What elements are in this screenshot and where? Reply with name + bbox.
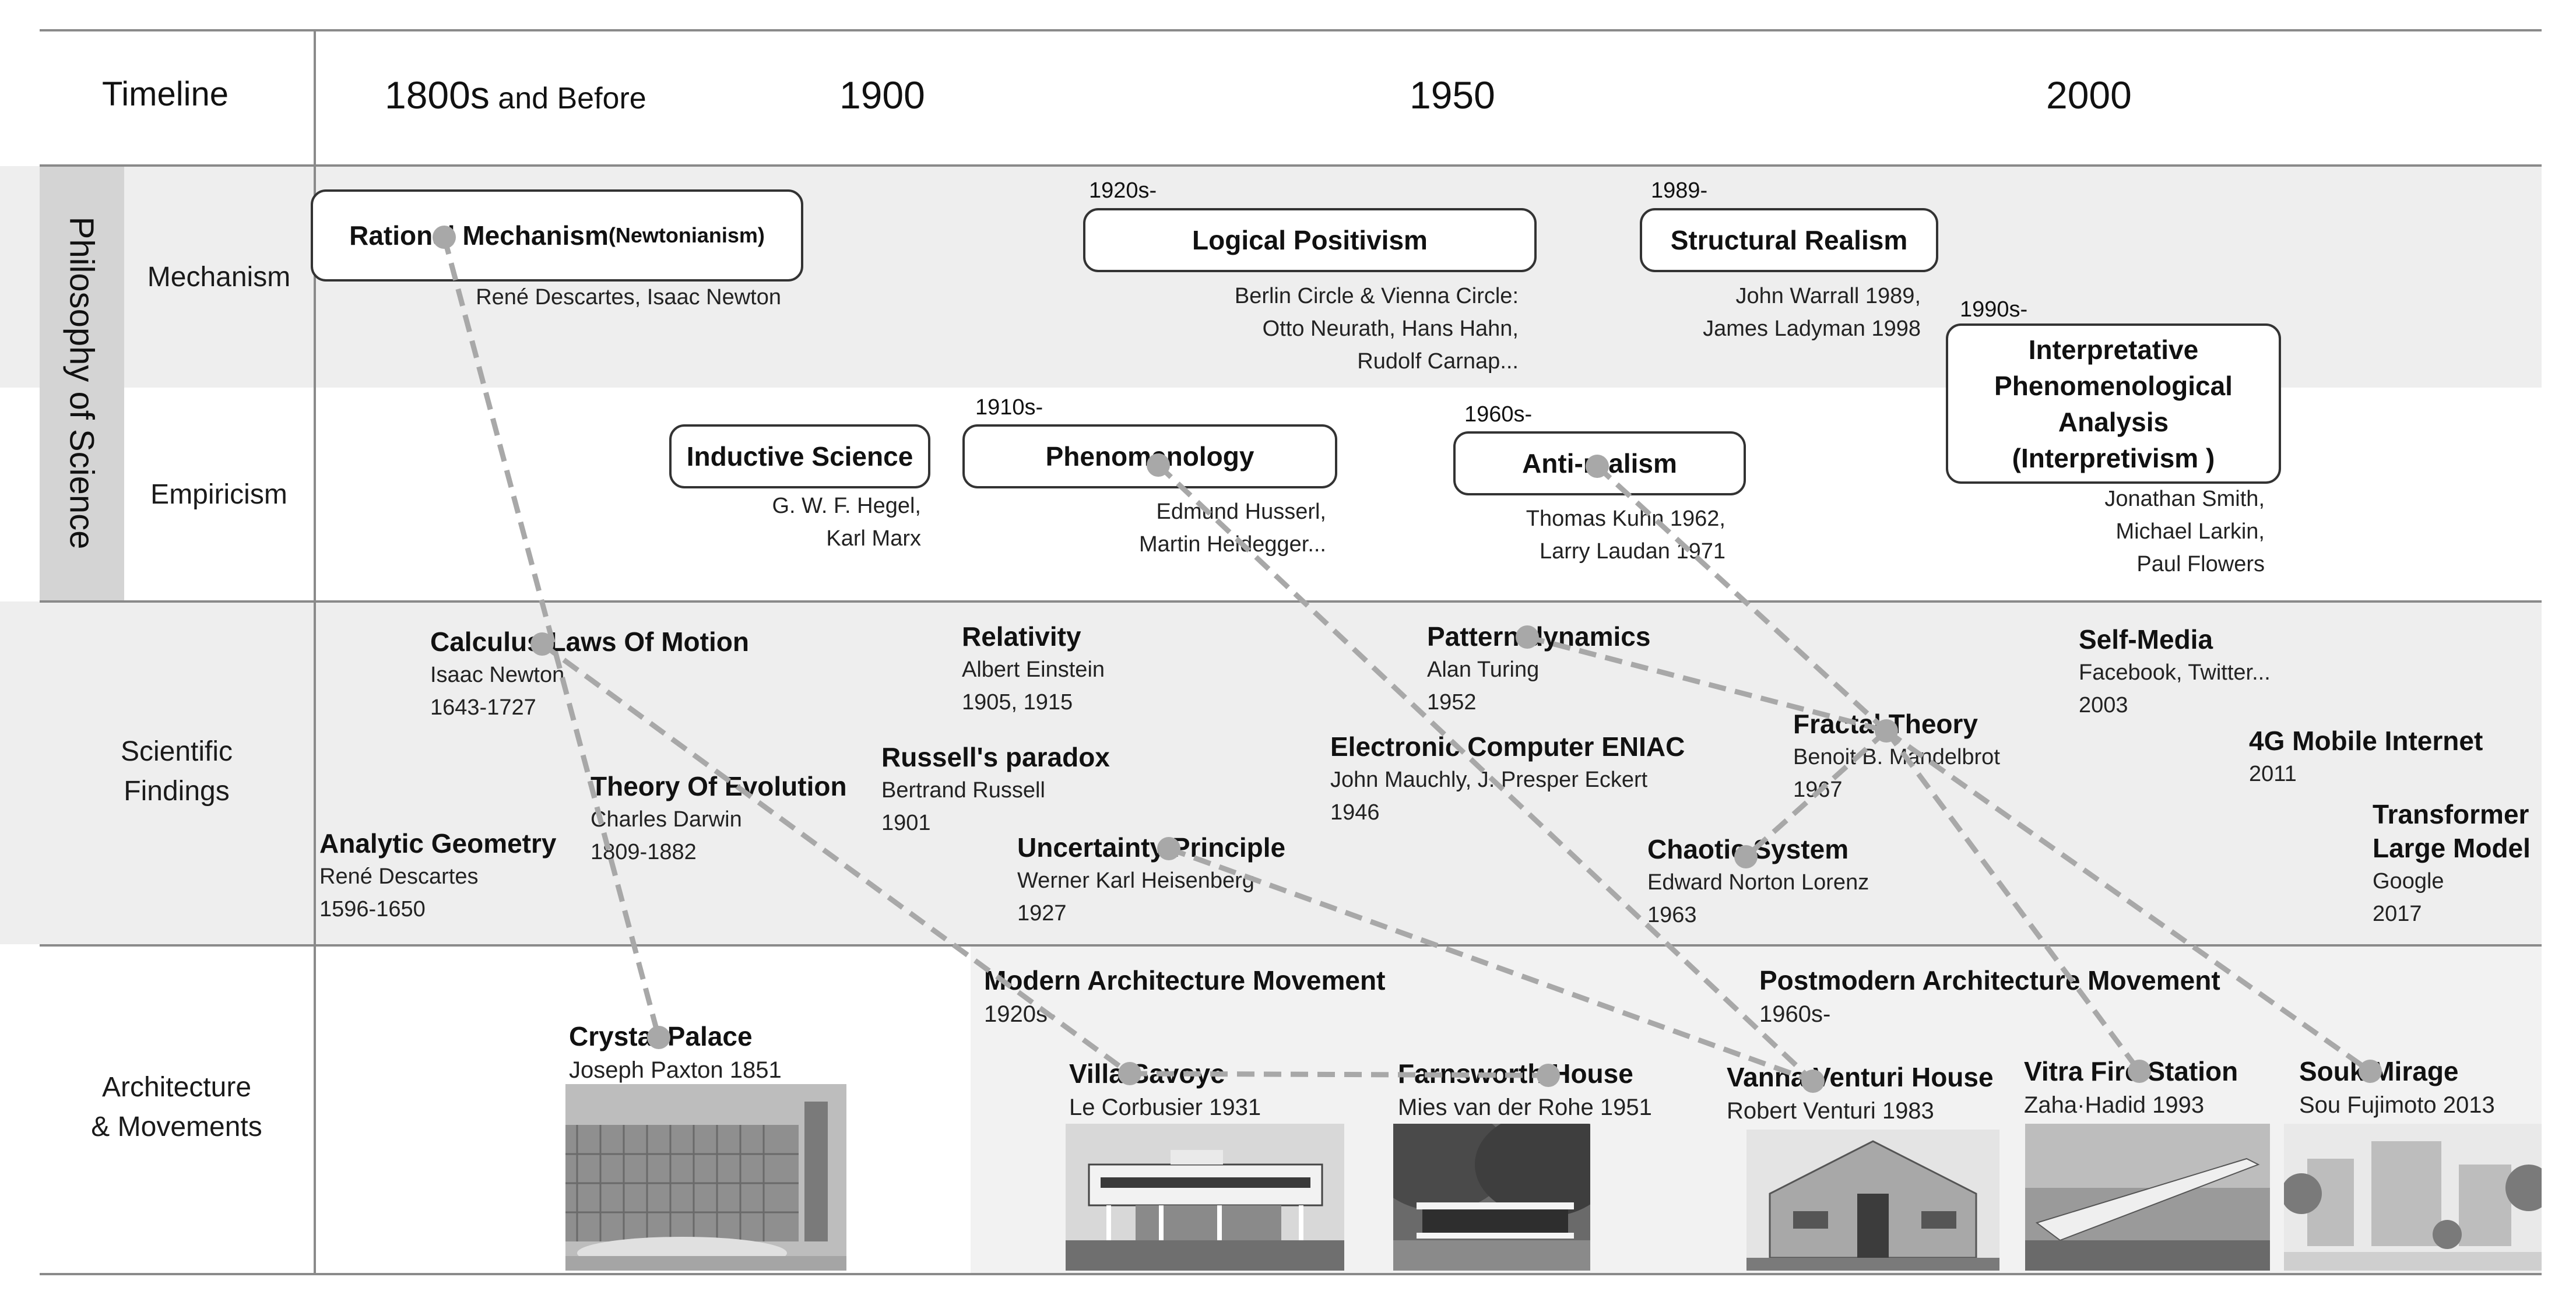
crystal-palace-image — [565, 1084, 846, 1271]
date-anti-realism: 1960s- — [1464, 402, 1533, 427]
link-villa-to-farnsworth — [1129, 1071, 1549, 1078]
row-label-empiricism: Empiricism — [150, 479, 287, 510]
vanna-venturi-image — [1746, 1130, 1999, 1271]
timeline-header: Timeline — [102, 75, 229, 113]
farnsworth-image — [1393, 1124, 1590, 1271]
connector-dot — [1734, 845, 1758, 868]
people-rational-mechanism: René Descartes, Isaac Newton — [476, 285, 781, 309]
era-1800s: 1800s and Before — [385, 73, 646, 117]
row-label-scientific: Scientific Findings — [120, 736, 233, 807]
era-1950: 1950 — [1410, 73, 1495, 117]
era-1900: 1900 — [839, 73, 925, 117]
row-label-mechanism: Mechanism — [147, 262, 291, 293]
header-rule — [40, 164, 2542, 167]
link-fractal-to-chaotic — [1744, 729, 1889, 859]
connector-dot — [2128, 1060, 2151, 1083]
label-column-rule — [314, 29, 316, 1275]
philosophy-rule — [40, 600, 2542, 603]
vitra-image — [2025, 1124, 2270, 1271]
box-inductive-science: Inductive Science — [669, 424, 930, 488]
connector-dot — [1157, 837, 1180, 860]
connector-dot — [530, 632, 554, 656]
connector-dot — [647, 1026, 670, 1049]
connector-dot — [1537, 1064, 1560, 1087]
link-fractal-to-souk — [1885, 729, 2372, 1074]
box-rational-mechanism: Rational Mechanism (Newtonianism) — [311, 189, 803, 282]
link-antirealism-to-fractal — [1595, 464, 1889, 733]
people-anti-realism: Thomas Kuhn 1962, Larry Laudan 1971 — [1526, 506, 1725, 564]
connector-dot — [2359, 1060, 2382, 1083]
connector-dot — [1118, 1062, 1141, 1085]
date-ipa: 1990s- — [1960, 297, 2028, 322]
people-structural-realism: John Warrall 1989, James Ladyman 1998 — [1703, 284, 1921, 341]
box-structural-realism: Structural Realism — [1640, 208, 1938, 272]
link-pattern-to-fractal — [1526, 634, 1888, 734]
top-rule — [40, 29, 2542, 31]
bottom-rule — [40, 1273, 2542, 1275]
philosophy-label-bg — [40, 166, 124, 600]
date-structural-realism: 1989- — [1651, 178, 1708, 203]
link-phenomenology-to-vanna — [1156, 463, 1815, 1084]
connector-dot — [433, 226, 456, 249]
connector-dot — [1875, 719, 1898, 743]
people-logical-positivism: Berlin Circle & Vienna Circle: Otto Neur… — [1234, 284, 1519, 374]
findings-rule — [40, 944, 2542, 947]
connector-dot — [1586, 455, 1609, 478]
row-label-architecture: Architecture & Movements — [91, 1072, 262, 1142]
people-ipa: Jonathan Smith, Michael Larkin, Paul Flo… — [2104, 487, 2265, 576]
link-uncertainty-to-vanna — [1168, 846, 1814, 1084]
date-phenomenology: 1910s- — [975, 395, 1043, 420]
box-ipa: Interpretative Phenomenological Analysis… — [1946, 323, 2281, 484]
era-2000: 2000 — [2046, 73, 2132, 117]
connector-dot — [1516, 625, 1539, 649]
connector-dot — [1147, 453, 1170, 477]
date-logical-positivism: 1920s- — [1089, 178, 1157, 203]
souk-mirage-image — [2284, 1124, 2542, 1271]
link-calculus-to-villa — [540, 642, 1131, 1076]
people-phenomenology: Edmund Husserl, Martin Heidegger... — [1138, 499, 1326, 557]
link-fractal-to-vitra — [1884, 729, 2142, 1073]
connector-dot — [1801, 1070, 1825, 1093]
box-logical-positivism: Logical Positivism — [1083, 208, 1537, 272]
people-inductive-science: G. W. F. Hegel, Karl Marx — [772, 494, 921, 551]
villa-savoye-image — [1066, 1124, 1344, 1271]
